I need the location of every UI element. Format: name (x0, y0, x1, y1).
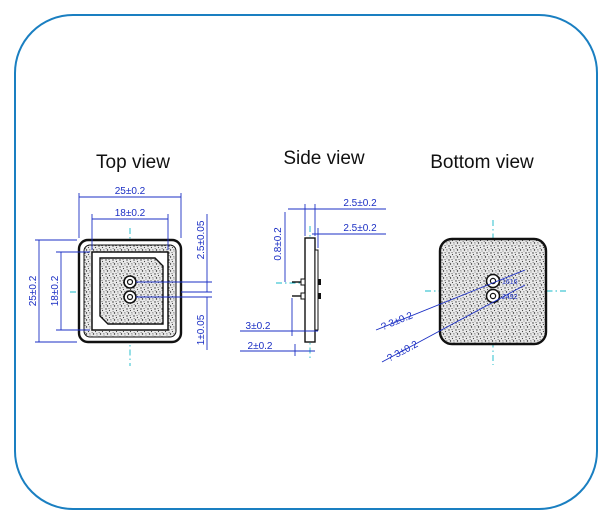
side-flange-label: 3±0.2 (246, 321, 271, 332)
bottom-hole-2-label: ? 3±0.2 (386, 339, 421, 365)
side-substrate (304, 237, 316, 343)
bottom-hole-1-label: ? 3±0.2 (380, 310, 415, 333)
side-pin-cap-lower (300, 292, 306, 300)
side-patch-layer (314, 249, 319, 331)
top-width-outer-label: 25±0.2 (115, 186, 146, 197)
top-offset-upper-label: 2.5±0.05 (196, 220, 207, 259)
top-feed-pin-upper-core (126, 278, 134, 286)
top-view: 25±0.2 18±0.2 25±0.2 18±0.2 2.5±0.05 1±0… (28, 186, 212, 366)
side-connector-upper (318, 279, 321, 285)
bottom-label-2: 2492 (502, 294, 518, 301)
side-view-title: Side view (283, 148, 365, 169)
top-feed-pin-lower-core (126, 293, 134, 301)
top-feed-pin-lower (123, 290, 137, 304)
side-view: 2.5±0.2 2.5±0.2 0.8±0.2 3±0.2 2±0.2 (240, 198, 386, 360)
side-thickness-lower-label: 2.5±0.2 (343, 223, 377, 234)
side-thickness-upper-label: 2.5±0.2 (343, 198, 377, 209)
top-height-outer-label: 25±0.2 (28, 275, 39, 306)
side-pin-height-label: 0.8±0.2 (273, 227, 284, 261)
bottom-leader-lower (381, 284, 526, 363)
top-height-inner-label: 18±0.2 (50, 275, 61, 306)
side-connector-lower (318, 293, 321, 299)
outer-frame (14, 14, 598, 510)
bottom-view-title: Bottom view (430, 152, 534, 173)
bottom-feed-hole-lower-core (489, 292, 497, 300)
bottom-view: 1616 2492 ? 3±0.2 ? 3±0.2 (375, 220, 567, 365)
bottom-label-1: 1616 (502, 279, 518, 286)
side-base-label: 2±0.2 (248, 341, 273, 352)
top-offset-lower-label: 1±0.05 (196, 314, 207, 345)
bottom-leader-upper (375, 269, 526, 331)
top-width-inner-label: 18±0.2 (115, 208, 146, 219)
top-feed-pin-upper (123, 275, 137, 289)
side-pin-cap-upper (300, 278, 306, 286)
top-view-title: Top view (96, 152, 170, 173)
